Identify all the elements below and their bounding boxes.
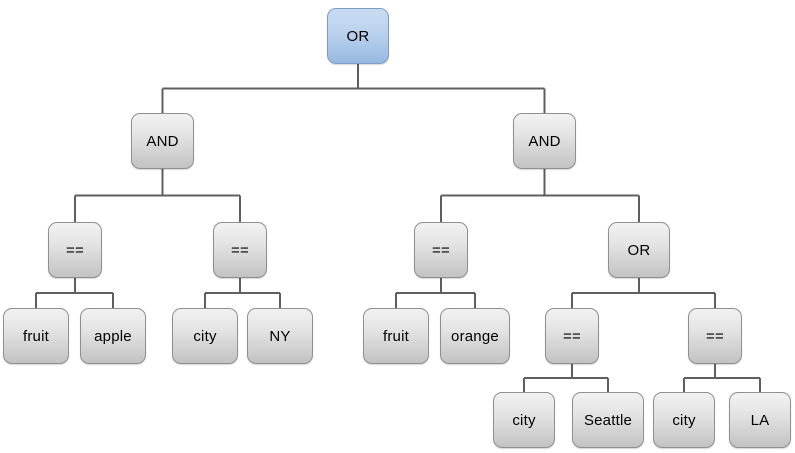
tree-node-n5[interactable]: == <box>414 222 468 278</box>
tree-node-n9[interactable]: city <box>172 308 238 364</box>
tree-node-n6[interactable]: OR <box>608 222 670 278</box>
tree-node-label: OR <box>346 27 370 45</box>
tree-node-n14[interactable]: == <box>688 308 742 364</box>
tree-node-label: apple <box>94 327 132 345</box>
tree-node-label: == <box>563 327 581 345</box>
tree-node-n13[interactable]: == <box>545 308 599 364</box>
tree-node-n17[interactable]: city <box>653 392 715 448</box>
tree-node-label: city <box>193 327 217 345</box>
tree-node-label: OR <box>627 241 651 259</box>
tree-node-n2[interactable]: AND <box>513 113 576 169</box>
tree-node-label: fruit <box>22 327 49 345</box>
tree-node-label: NY <box>269 327 291 345</box>
tree-node-n10[interactable]: NY <box>247 308 313 364</box>
tree-node-label: AND <box>528 132 561 150</box>
tree-node-label: city <box>672 411 696 429</box>
tree-node-n7[interactable]: fruit <box>3 308 69 364</box>
tree-node-label: LA <box>750 411 770 429</box>
tree-node-label: == <box>66 241 84 259</box>
tree-node-n15[interactable]: city <box>493 392 555 448</box>
tree-node-n11[interactable]: fruit <box>363 308 429 364</box>
tree-node-label: city <box>512 411 536 429</box>
tree-node-n1[interactable]: AND <box>131 113 194 169</box>
tree-node-label: AND <box>146 132 179 150</box>
tree-node-n0[interactable]: OR <box>327 8 389 64</box>
tree-node-label: fruit <box>382 327 409 345</box>
tree-node-label: Seattle <box>583 411 633 429</box>
tree-node-n3[interactable]: == <box>48 222 102 278</box>
tree-node-n16[interactable]: Seattle <box>572 392 644 448</box>
tree-node-label: == <box>231 241 249 259</box>
tree-node-n12[interactable]: orange <box>440 308 510 364</box>
tree-node-label: orange <box>451 327 499 345</box>
tree-node-label: == <box>432 241 450 259</box>
tree-node-label: == <box>706 327 724 345</box>
tree-node-n18[interactable]: LA <box>729 392 791 448</box>
tree-node-n8[interactable]: apple <box>80 308 146 364</box>
tree-node-n4[interactable]: == <box>213 222 267 278</box>
